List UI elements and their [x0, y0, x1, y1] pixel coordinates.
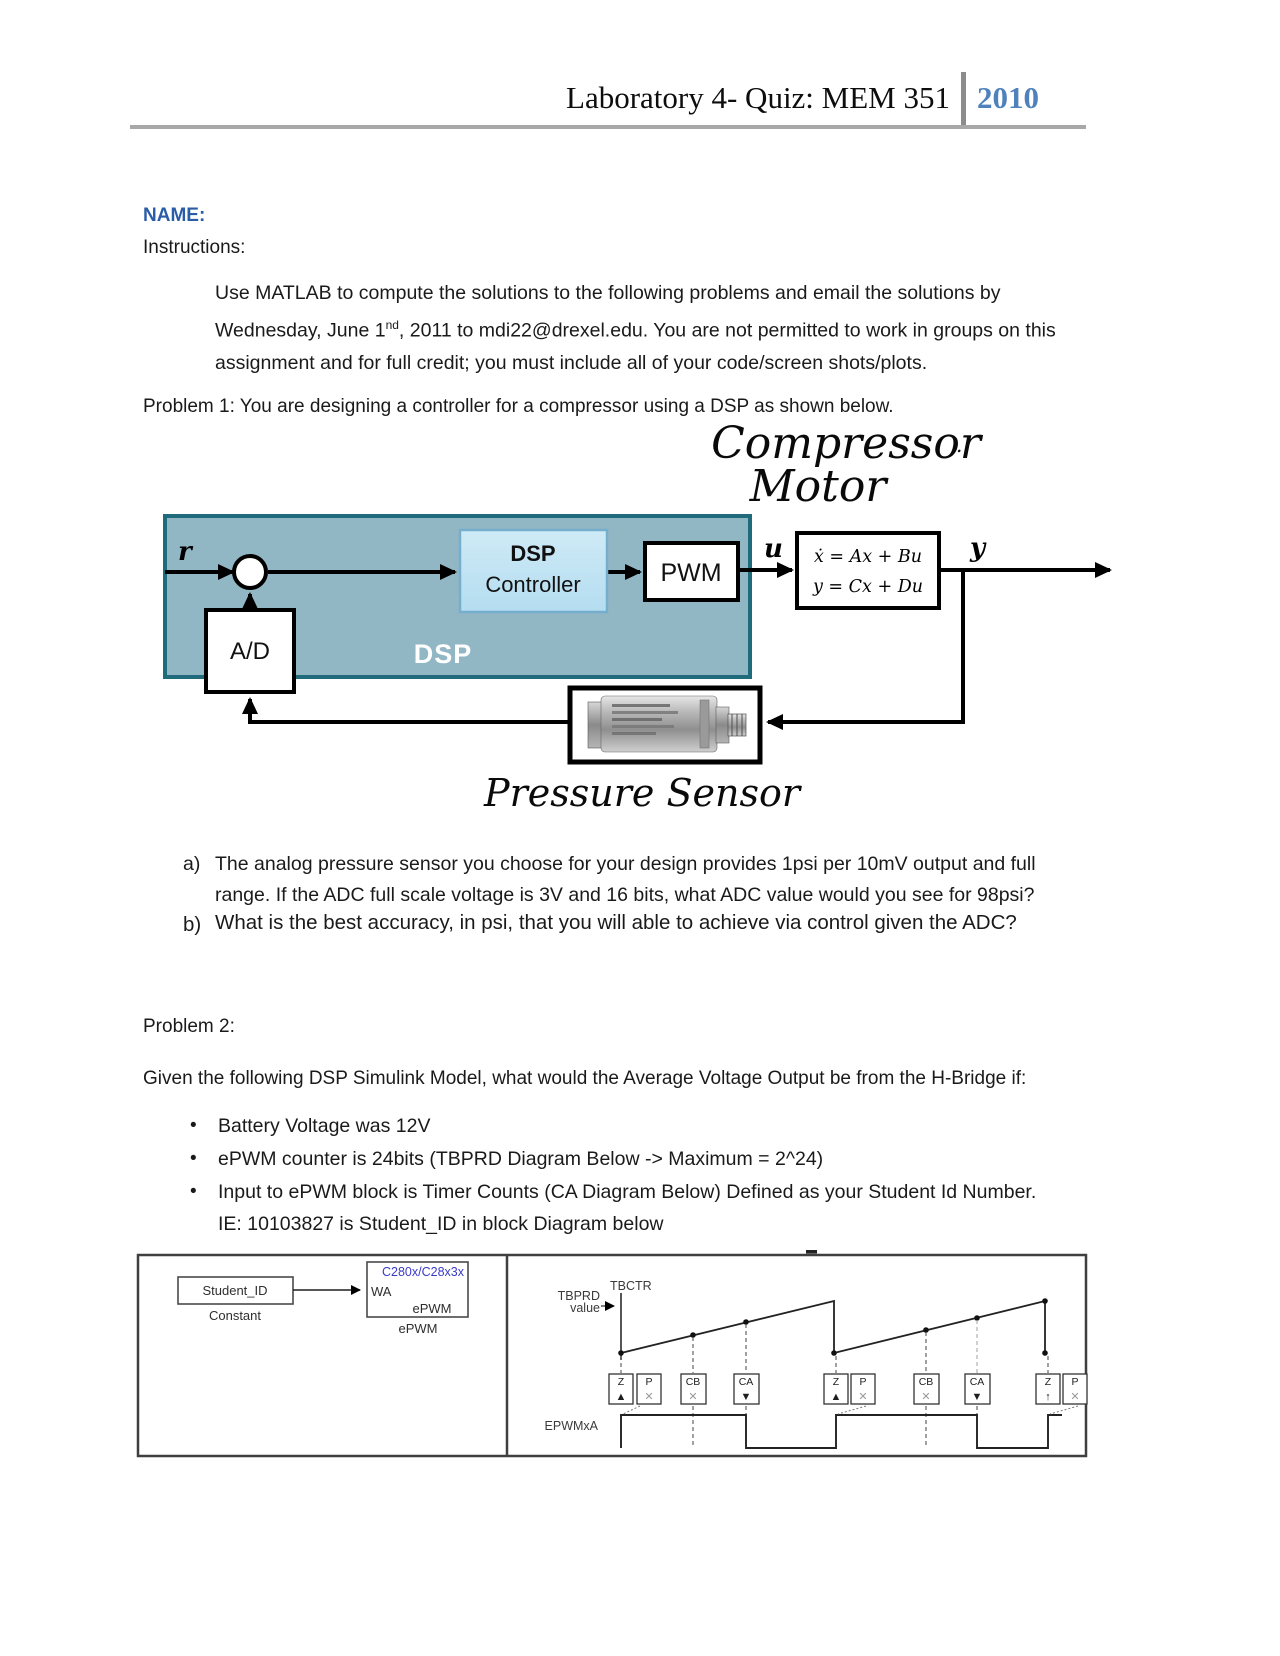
signal-y-label: y — [969, 533, 987, 563]
ad-converter-label: A/D — [230, 638, 270, 665]
svg-text:✕: ✕ — [688, 1391, 697, 1403]
state-space-block — [795, 531, 941, 610]
bullet-3-continuation: IE: 10103827 is Student_ID in block Diag… — [218, 1213, 664, 1235]
event-box-ca1: CA ▼ — [733, 1373, 760, 1405]
svg-text:P: P — [1071, 1376, 1078, 1388]
instructions-text-2: , 2011 to mdi22@drexel.edu. You are not … — [215, 319, 1056, 374]
epwmxa-label: EPWMxA — [545, 1419, 599, 1433]
question-b-marker: b) — [183, 913, 202, 936]
problem2-heading: Problem 2: — [143, 1016, 235, 1037]
svg-text:▲: ▲ — [616, 1391, 627, 1403]
pwm-label: PWM — [660, 559, 721, 587]
svg-text:✕: ✕ — [1070, 1391, 1079, 1403]
event-box-z2: Z ▲ — [823, 1373, 849, 1405]
epwm-port-label: WA — [371, 1284, 392, 1299]
state-equation-2: y = Cx + Du — [812, 577, 923, 597]
dsp-controller-label-line1: DSP — [510, 541, 555, 566]
constant-block-value: Student_ID — [202, 1283, 267, 1298]
ad-converter-block — [204, 608, 296, 694]
pressure-sensor-photo — [587, 695, 747, 753]
event-box-cb2: CB ✕ — [913, 1373, 940, 1405]
problem1-heading: Problem 1: You are designing a controlle… — [143, 396, 894, 417]
instructions-label: Instructions: — [143, 237, 246, 258]
svg-text:Z: Z — [1045, 1376, 1052, 1388]
compressor-caption-line2: Motor — [749, 461, 890, 512]
bullet-2-text: ePWM counter is 24bits (TBPRD Diagram Be… — [218, 1148, 824, 1170]
constant-block-label: Constant — [209, 1308, 261, 1323]
compressor-caption-dot: . — [956, 433, 962, 457]
bullet-1-text: Battery Voltage was 12V — [218, 1115, 431, 1137]
problem1-block-diagram: Compressor . Motor DSP r u y DSP Control… — [163, 418, 1112, 815]
svg-text:P: P — [645, 1376, 652, 1388]
tbctr-label: TBCTR — [610, 1279, 652, 1293]
epwm-block-label: ePWM — [399, 1321, 438, 1336]
event-box-cb1: CB ✕ — [680, 1373, 707, 1405]
event-box-z3: Z ↑ — [1035, 1373, 1061, 1405]
svg-text:CA: CA — [970, 1376, 985, 1388]
ordinal-superscript: nd — [385, 318, 399, 332]
epwmxa-waveform — [620, 1414, 1062, 1449]
constant-block — [177, 1276, 294, 1305]
svg-text:Z: Z — [618, 1376, 625, 1388]
svg-text:▼: ▼ — [741, 1391, 752, 1403]
dsp-controller-block — [458, 528, 609, 614]
event-action-boxes: Z ▲ P ✕ CB ✕ CA ▼ Z ▲ — [608, 1373, 1088, 1405]
tbprd-label-line2: value — [570, 1301, 600, 1315]
event-dashed-lines — [620, 1320, 1049, 1446]
diagram-panel-frame — [136, 1253, 1088, 1458]
bullet-3-marker: • — [190, 1181, 197, 1202]
state-equation-1: ẋ = Ax + Bu — [814, 547, 922, 567]
pressure-sensor-caption: Pressure Sensor — [483, 771, 803, 815]
svg-text:P: P — [859, 1376, 866, 1388]
svg-text:Z: Z — [833, 1376, 840, 1388]
bullet-2-marker: • — [190, 1148, 197, 1169]
bullet-3-text: Input to ePWM block is Timer Counts (CA … — [218, 1181, 1037, 1203]
sawtooth-event-dots — [618, 1298, 1048, 1356]
signal-u-label: u — [764, 534, 783, 564]
event-box-p2: P ✕ — [850, 1373, 876, 1405]
event-box-p3: P ✕ — [1062, 1373, 1088, 1405]
dsp-controller-label-line2: Controller — [485, 572, 580, 597]
svg-text:CA: CA — [739, 1376, 754, 1388]
header-divider-bar — [961, 72, 966, 125]
svg-text:▼: ▼ — [972, 1391, 983, 1403]
epwm-block-name: ePWM — [413, 1301, 452, 1316]
event-to-wave-connectors — [622, 1405, 1079, 1415]
svg-text:↑: ↑ — [1045, 1391, 1051, 1403]
dsp-region-label: DSP — [414, 639, 473, 669]
question-b-text: What is the best accuracy, in psi, that … — [215, 911, 1017, 934]
epwm-block — [366, 1261, 469, 1318]
signal-r-label: r — [178, 537, 194, 567]
svg-text:CB: CB — [686, 1376, 701, 1388]
event-box-p1: P ✕ — [636, 1373, 662, 1405]
svg-text:✕: ✕ — [858, 1391, 867, 1403]
header-rule — [130, 125, 1086, 129]
feedback-line-to-ad — [242, 697, 570, 724]
feedback-line-to-sensor — [766, 570, 965, 730]
event-box-ca2: CA ▼ — [964, 1373, 991, 1405]
compressor-caption-line1: Compressor — [711, 418, 984, 469]
instructions-text-1: Use MATLAB to compute the solutions to t… — [215, 282, 1001, 342]
pwm-block — [643, 541, 740, 602]
name-label: NAME: — [143, 205, 206, 226]
epwm-chip-label: C280x/C28x3x — [382, 1265, 465, 1279]
problem2-intro: Given the following DSP Simulink Model, … — [143, 1068, 1027, 1089]
bullet-1-marker: • — [190, 1115, 197, 1136]
panel-top-tick — [806, 1250, 817, 1254]
question-a-text: The analog pressure sensor you choose fo… — [215, 853, 1036, 906]
document-year: 2010 — [977, 80, 1039, 115]
svg-text:✕: ✕ — [921, 1391, 930, 1403]
tbprd-label-line1: TBPRD — [558, 1289, 600, 1303]
svg-text:CB: CB — [919, 1376, 934, 1388]
event-box-z1: Z ▲ — [608, 1373, 634, 1405]
simulink-epwm-diagram: Student_ID Constant C280x/C28x3x WA ePWM… — [136, 1250, 1088, 1458]
document-title: Laboratory 4- Quiz: MEM 351 — [566, 80, 950, 115]
instructions-paragraph: Use MATLAB to compute the solutions to t… — [215, 277, 1071, 379]
svg-text:▲: ▲ — [831, 1391, 842, 1403]
question-a-marker: a) — [183, 853, 201, 875]
svg-text:✕: ✕ — [644, 1391, 653, 1403]
summing-junction — [232, 554, 268, 590]
